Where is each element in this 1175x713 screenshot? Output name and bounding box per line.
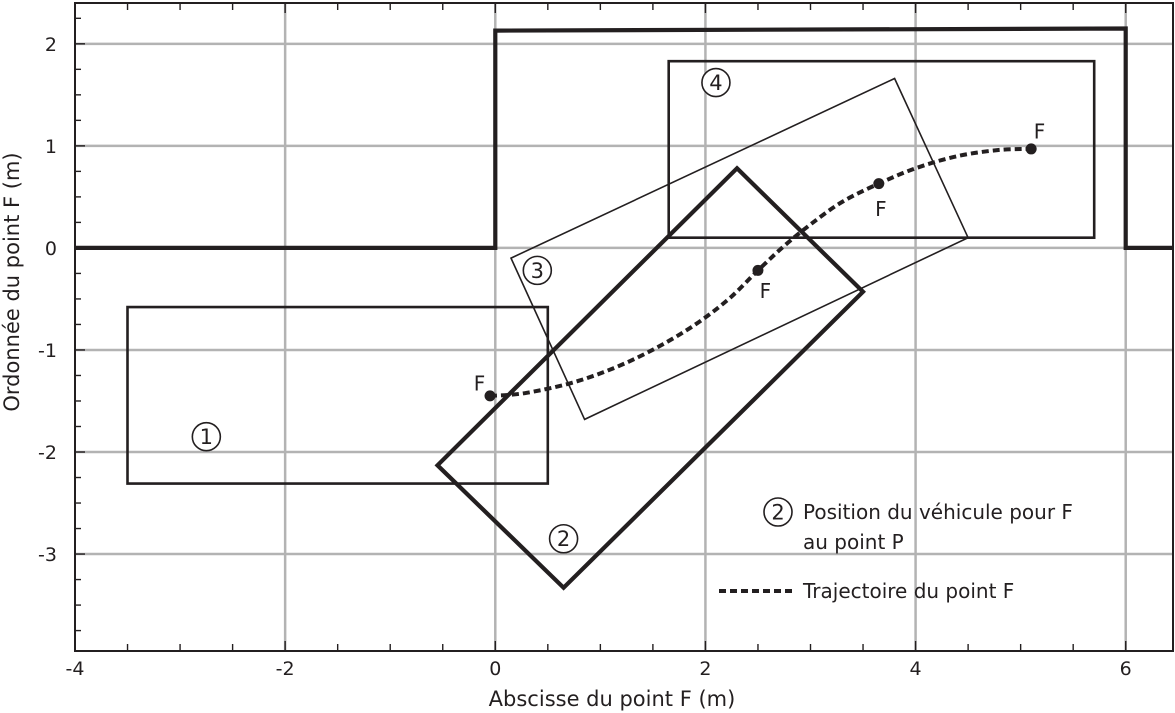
x-axis-label: Abscisse du point F (m) xyxy=(489,687,736,711)
trajectory-series xyxy=(489,146,1032,398)
parking-space-outline xyxy=(75,26,1173,250)
trajectory-point-label: F xyxy=(474,372,486,396)
y-tick-label: -2 xyxy=(38,442,57,464)
y-tick-label: 0 xyxy=(45,238,57,260)
vehicle-position-1 xyxy=(126,305,550,485)
vehicle-positions: 1 2 3 4 xyxy=(126,59,1096,591)
vehicle-label-1: 1 xyxy=(200,425,213,449)
x-tick-label: 0 xyxy=(489,658,501,680)
vehicle-label-3: 3 xyxy=(531,259,544,283)
y-tick-label: -1 xyxy=(38,340,57,362)
tick-labels: -4 -2 0 2 4 6 2 1 0 -1 -2 -3 xyxy=(38,34,1132,680)
vehicle-label-circle-3 xyxy=(522,255,553,286)
vehicle-label-4: 4 xyxy=(709,71,722,95)
legend-vehicle-marker-circle xyxy=(763,497,793,527)
trajectory-point-label: F xyxy=(1034,120,1046,144)
plot-frame xyxy=(74,2,1174,652)
legend-vehicle-text-line1: Position du véhicule pour F xyxy=(803,500,1073,524)
x-tick-label: 6 xyxy=(1120,658,1132,680)
trajectory-line xyxy=(489,146,1032,398)
trajectory-point-label: F xyxy=(875,197,887,221)
vehicle-label-circle-2 xyxy=(548,523,579,554)
y-axis-label: Ordonnée du point F (m) xyxy=(0,152,24,411)
legend-trajectory-text: Trajectoire du point F xyxy=(802,579,1014,603)
legend-vehicle-text-line2: au point P xyxy=(803,530,904,554)
trajectory-point xyxy=(873,178,885,190)
vehicle-label-circle-1 xyxy=(191,421,222,452)
legend-vehicle-marker-label: 2 xyxy=(771,501,784,525)
vehicle-position-4 xyxy=(667,59,1096,239)
y-tick-label: -3 xyxy=(38,544,57,566)
y-tick-label: 2 xyxy=(45,34,57,56)
trajectory-point-label: F xyxy=(760,279,772,303)
vehicle-label-circle-4 xyxy=(701,67,731,98)
trajectory-point xyxy=(484,390,496,402)
vehicle-label-2: 2 xyxy=(557,527,570,551)
x-tick-label: 4 xyxy=(910,658,922,680)
trajectory-points: F F F F xyxy=(474,120,1046,402)
trajectory-point xyxy=(1025,143,1037,155)
x-tick-label: -4 xyxy=(66,658,85,680)
parking-outline-line xyxy=(75,26,1173,250)
grid-lines xyxy=(75,3,1173,651)
x-tick-label: 2 xyxy=(699,658,711,680)
vehicle-position-2 xyxy=(434,165,866,591)
legend: 2 Position du véhicule pour F au point P… xyxy=(719,497,1073,603)
x-tick-label: -2 xyxy=(276,658,295,680)
y-tick-label: 1 xyxy=(45,136,57,158)
trajectory-point xyxy=(752,264,764,276)
